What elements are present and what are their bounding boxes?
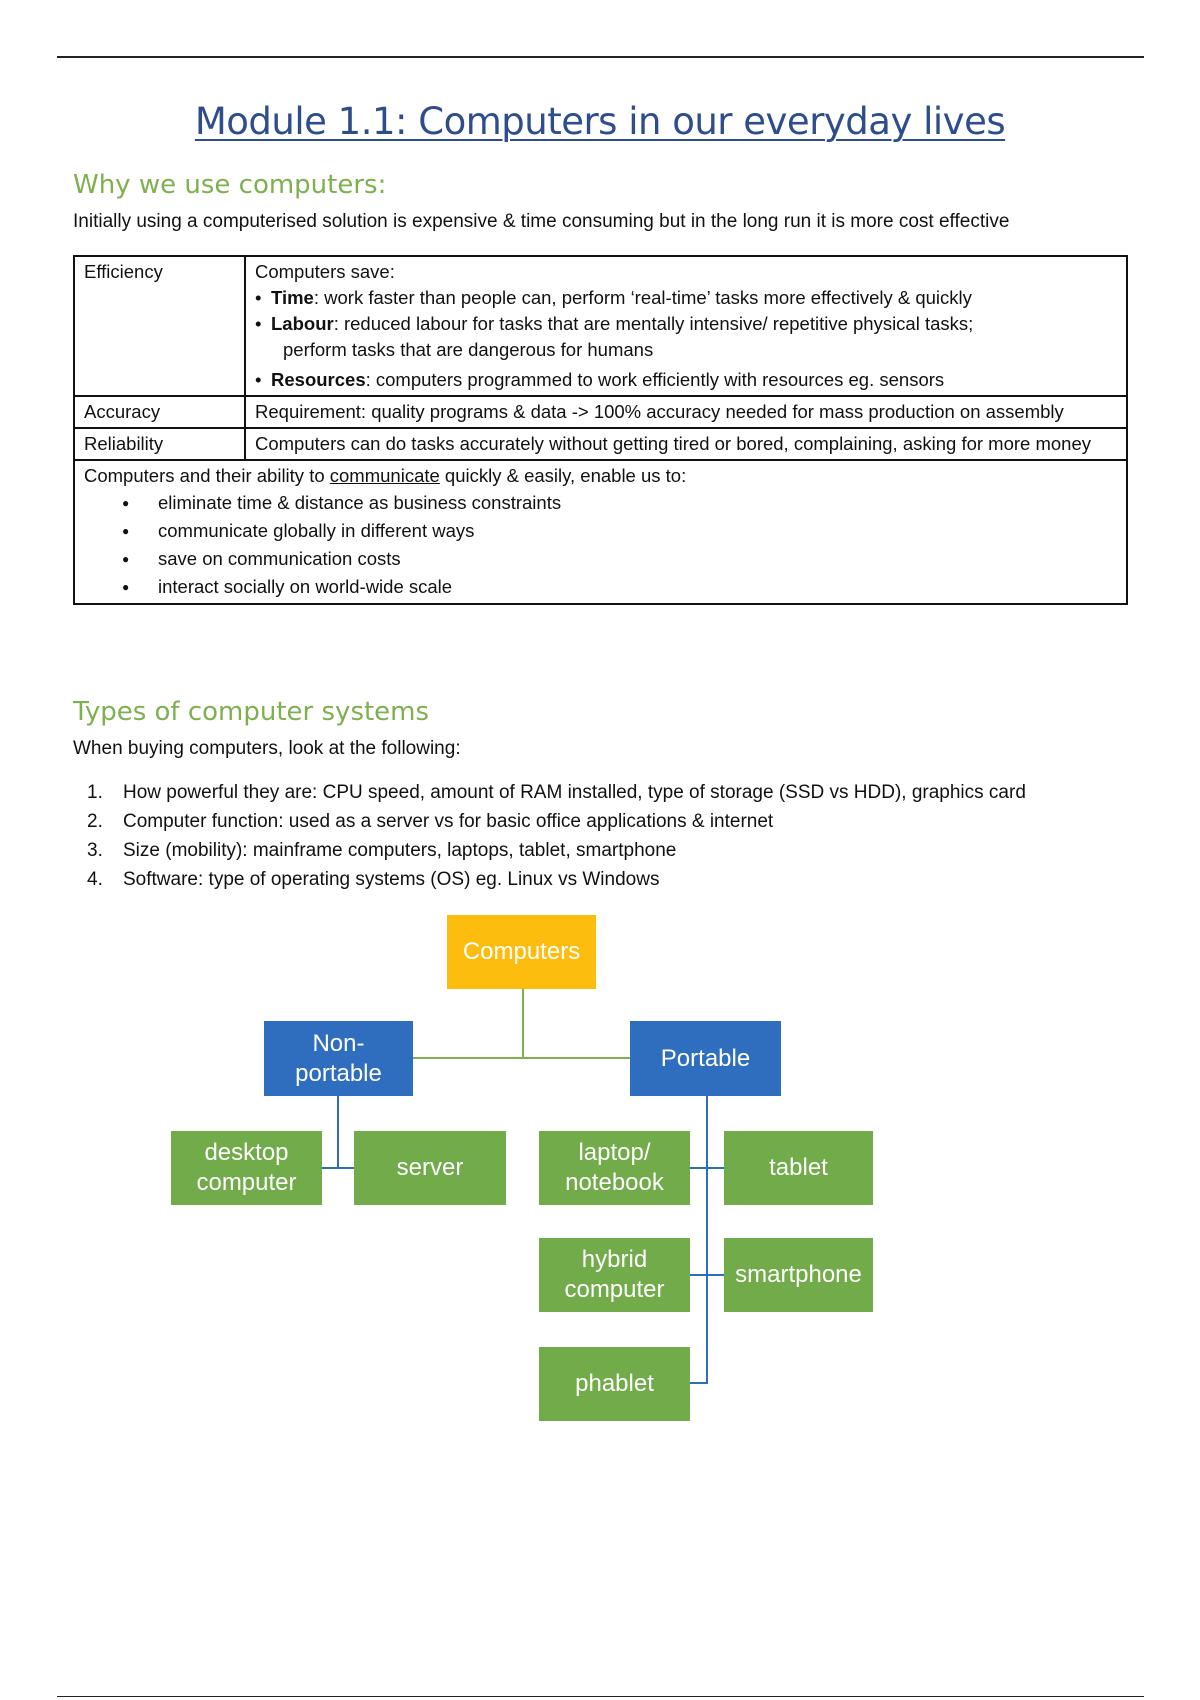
diagram-node-hybrid: hybrid computer: [539, 1238, 690, 1312]
row-label-efficiency: Efficiency: [73, 255, 246, 397]
connector-phablet: [690, 1382, 708, 1384]
row-content-accuracy: Requirement: quality programs & data -> …: [244, 395, 1128, 429]
connector-hybrid-smartphone: [690, 1274, 724, 1276]
list-item: Resources: computers programmed to work …: [255, 367, 1118, 393]
node-label: smartphone: [735, 1261, 862, 1288]
diagram-node-portable: Portable: [630, 1021, 781, 1096]
row-label-reliability: Reliability: [73, 427, 246, 461]
list-item: 4. Software: type of operating systems (O…: [73, 865, 1026, 894]
item-text: : reduced labour for tasks that are ment…: [333, 313, 974, 334]
node-label: phablet: [575, 1370, 654, 1397]
lead-text: Computers and their ability to: [84, 465, 330, 486]
list-item: 1. How powerful they are: CPU speed, amou…: [73, 778, 1026, 807]
node-label: Computers: [462, 938, 581, 965]
list-item: 3. Size (mobility): mainframe computers, …: [73, 836, 1026, 865]
node-label: tablet: [769, 1154, 828, 1181]
item-number: 4.: [87, 869, 103, 890]
diagram-node-computers: Computers: [447, 915, 596, 989]
connector-laptop-tablet: [690, 1167, 724, 1169]
row-content-communication: Computers and their ability to communica…: [73, 459, 1128, 605]
diagram-node-tablet: tablet: [724, 1131, 873, 1205]
list-item: save on communication costs: [84, 545, 1118, 573]
buying-criteria-list: 1. How powerful they are: CPU speed, amou…: [73, 778, 1026, 894]
table-row-reliability: Reliability Computers can do tasks accur…: [73, 427, 1128, 461]
item-number: 3.: [87, 840, 103, 861]
item-text-continued: perform tasks that are dangerous for hum…: [283, 339, 654, 360]
list-item: interact socially on world-wide scale: [84, 573, 1118, 601]
reasons-table: Efficiency Computers save: Time: work fa…: [73, 255, 1128, 605]
row-label-accuracy: Accuracy: [73, 395, 246, 429]
lead-text-end: quickly & easily, enable us to:: [439, 465, 687, 486]
connector-nonportable-vertical: [337, 1096, 339, 1168]
top-rule: [57, 56, 1144, 58]
row-content-reliability: Computers can do tasks accurately withou…: [244, 427, 1128, 461]
diagram-node-server: server: [354, 1131, 506, 1205]
node-label: Non- portable: [295, 1029, 382, 1087]
node-label: Portable: [660, 1044, 751, 1072]
diagram-node-desktop: desktop computer: [171, 1131, 322, 1205]
node-label: desktop computer: [196, 1139, 297, 1196]
item-text: : computers programmed to work efficient…: [365, 369, 945, 390]
diagram-node-laptop: laptop/ notebook: [539, 1131, 690, 1205]
section-intro-why: Initially using a computerised solution …: [73, 211, 1010, 232]
item-term: Time: [271, 287, 314, 308]
section-heading-why: Why we use computers:: [73, 170, 387, 200]
list-item: Labour: reduced labour for tasks that ar…: [255, 311, 1118, 363]
connector-categories-horizontal: [413, 1057, 630, 1059]
communication-lead: Computers and their ability to communica…: [84, 463, 1118, 489]
item-text: Size (mobility): mainframe computers, la…: [123, 840, 677, 861]
section-intro-types: When buying computers, look at the follo…: [73, 738, 461, 759]
section-heading-types: Types of computer systems: [73, 697, 430, 727]
item-term: Resources: [271, 369, 366, 390]
item-text: Software: type of operating systems (OS)…: [123, 869, 660, 890]
item-text: : work faster than people can, perform ‘…: [313, 287, 972, 308]
table-row-communication: Computers and their ability to communica…: [73, 459, 1128, 605]
diagram-node-smartphone: smartphone: [724, 1238, 873, 1312]
diagram-node-phablet: phablet: [539, 1347, 690, 1421]
lead-underlined: communicate: [329, 465, 440, 486]
item-term: Labour: [271, 313, 334, 334]
node-label: laptop/ notebook: [565, 1139, 664, 1196]
node-label: server: [396, 1154, 464, 1181]
item-number: 2.: [87, 811, 103, 832]
node-label: hybrid computer: [564, 1246, 665, 1303]
page-title: Module 1.1: Computers in our everyday li…: [194, 100, 1006, 143]
item-number: 1.: [87, 782, 103, 803]
communication-list: eliminate time & distance as business co…: [84, 489, 1118, 601]
item-text: Computer function: used as a server vs f…: [123, 811, 774, 832]
connector-root-vertical: [522, 988, 524, 1058]
table-row-accuracy: Accuracy Requirement: quality programs &…: [73, 395, 1128, 429]
connector-portable-vertical: [706, 1096, 708, 1383]
diagram-node-nonportable: Non- portable: [264, 1021, 413, 1096]
table-row-efficiency: Efficiency Computers save: Time: work fa…: [73, 255, 1128, 397]
list-item: Time: work faster than people can, perfo…: [255, 285, 1118, 311]
item-text: How powerful they are: CPU speed, amount…: [123, 782, 1026, 803]
bottom-rule: [57, 1696, 1144, 1697]
list-item: eliminate time & distance as business co…: [84, 489, 1118, 517]
connector-nonportable-horizontal: [322, 1167, 354, 1169]
efficiency-lead: Computers save:: [255, 261, 395, 282]
list-item: 2. Computer function: used as a server vs…: [73, 807, 1026, 836]
row-content-efficiency: Computers save: Time: work faster than p…: [244, 255, 1128, 397]
list-item: communicate globally in different ways: [84, 517, 1118, 545]
